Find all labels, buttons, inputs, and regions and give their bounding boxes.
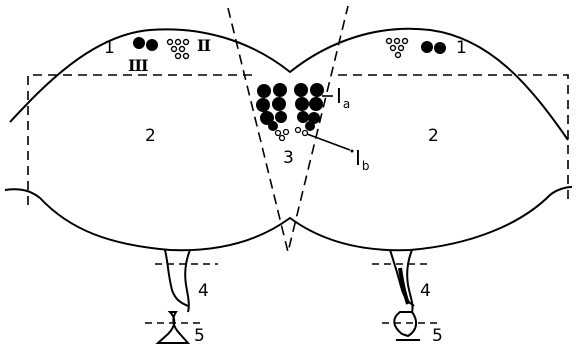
filled-cell bbox=[421, 41, 433, 53]
right-stalk bbox=[389, 249, 415, 313]
region-5-right-label: 5 bbox=[432, 326, 443, 346]
top-contour bbox=[9, 27, 569, 141]
filled-cell bbox=[146, 39, 158, 51]
region-1-left-label: 1 bbox=[104, 38, 115, 58]
layer-II-label: II bbox=[197, 36, 211, 55]
left-stalk bbox=[164, 249, 191, 313]
region-1-right-label: 1 bbox=[456, 38, 467, 58]
region-5-left-label: 5 bbox=[194, 326, 205, 346]
small-open-cells-right bbox=[385, 37, 409, 59]
region-2-left-label: 2 bbox=[145, 126, 156, 146]
dashed-wedge bbox=[227, 5, 349, 253]
region-3-label: 3 bbox=[283, 148, 294, 168]
small-open-cells-left bbox=[166, 38, 190, 60]
right-stalk-thick bbox=[398, 267, 410, 305]
dashed-box-left bbox=[27, 74, 258, 205]
filled-cell bbox=[434, 42, 446, 54]
Ib-cell-cluster bbox=[274, 126, 309, 142]
filled-cell bbox=[133, 37, 145, 49]
Ib-leader-line bbox=[306, 133, 351, 151]
right-stalk-base bbox=[393, 311, 418, 338]
left-stalk-base bbox=[155, 311, 191, 344]
region-4-right-label: 4 bbox=[420, 281, 431, 301]
dashed-box-right bbox=[338, 74, 569, 205]
Ia-label: Ia bbox=[336, 84, 351, 111]
region-2-right-label: 2 bbox=[428, 126, 439, 146]
region-4-left-label: 4 bbox=[198, 281, 209, 301]
lower-contour bbox=[4, 186, 573, 252]
layer-III-label: III bbox=[128, 56, 148, 75]
Ib-label: Ib bbox=[355, 146, 370, 173]
Ia-cell-cluster bbox=[256, 83, 324, 131]
